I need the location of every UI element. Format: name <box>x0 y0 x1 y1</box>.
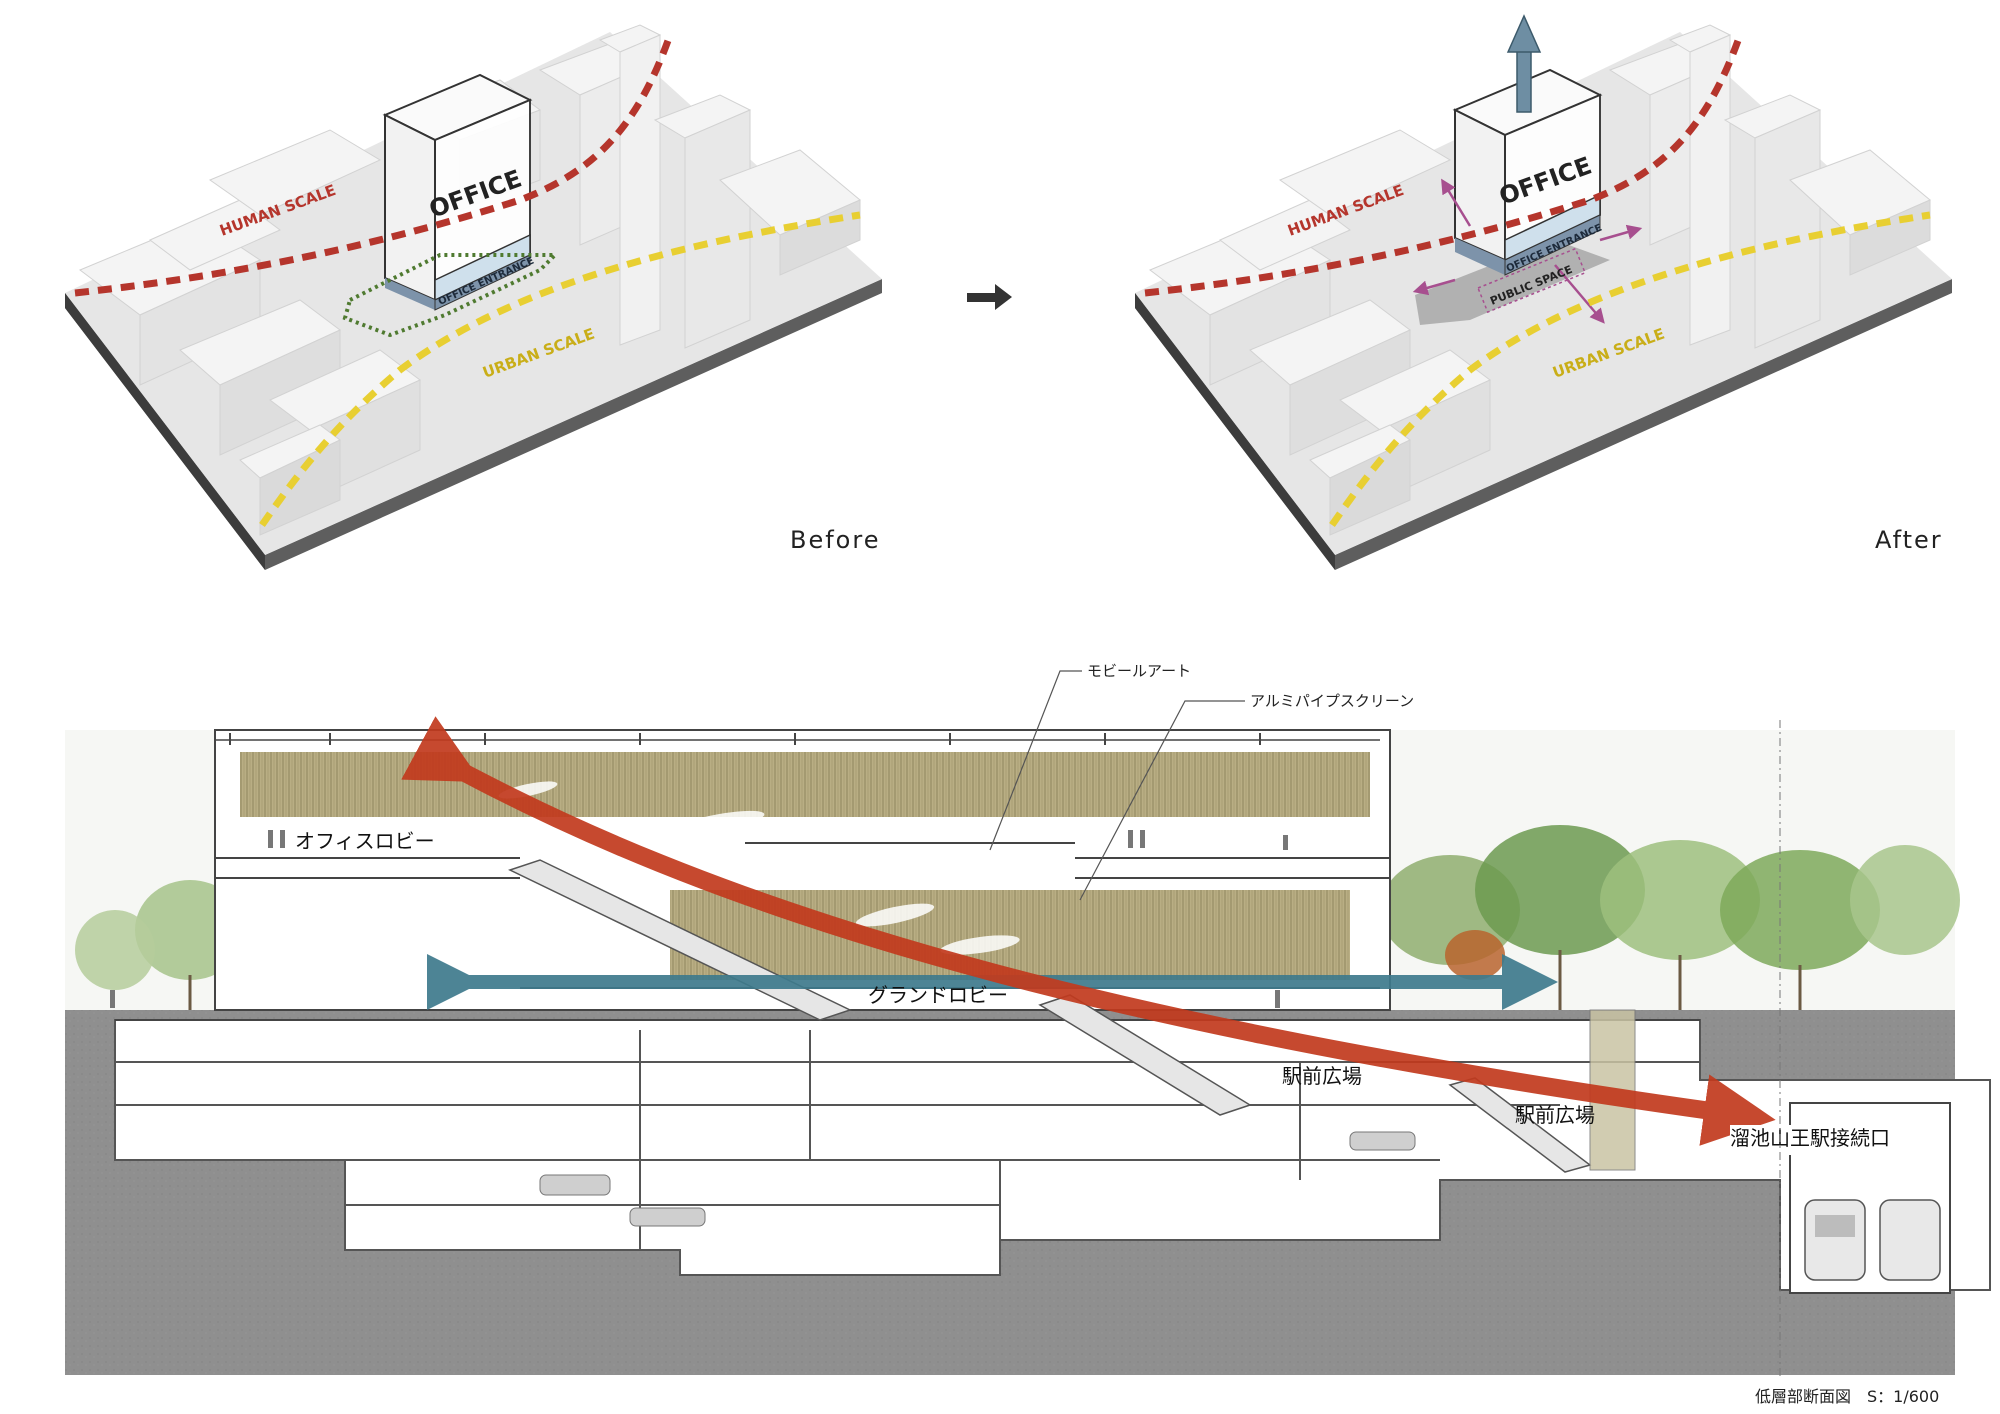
transition-arrow-icon <box>967 284 1012 310</box>
label-station-plaza-1: 駅前広場 <box>1282 1064 1362 1088</box>
section-drawing: モビールアート アルミパイプスクリーン オフィスロビー グランドロビー 駅前広場… <box>65 662 1991 1380</box>
before-caption: Before <box>790 526 880 554</box>
before-diagram: OFFICE OFFICE ENTRANCE HUMAN SCALE URBAN… <box>65 24 882 570</box>
label-station-connection: 溜池山王駅接続口 <box>1730 1126 1890 1150</box>
train-icon <box>1804 1199 1941 1281</box>
after-diagram: OFFICE OFFICE ENTRANCE PUBLIC SPACE HUMA… <box>1135 14 1952 570</box>
callout-alumi-screen: アルミパイプスクリーン <box>1250 692 1414 710</box>
after-caption: After <box>1875 526 1943 554</box>
label-station-plaza-2: 駅前広場 <box>1515 1103 1595 1127</box>
people <box>110 830 1288 1008</box>
callout-mobile-art: モビールアート <box>1087 662 1191 680</box>
section-caption: 低層部断面図 S：1/600 <box>1755 1387 1939 1406</box>
label-office-lobby: オフィスロビー <box>295 829 435 853</box>
up-arrow-icon <box>1506 14 1542 113</box>
label-grand-lobby: グランドロビー <box>868 983 1008 1007</box>
